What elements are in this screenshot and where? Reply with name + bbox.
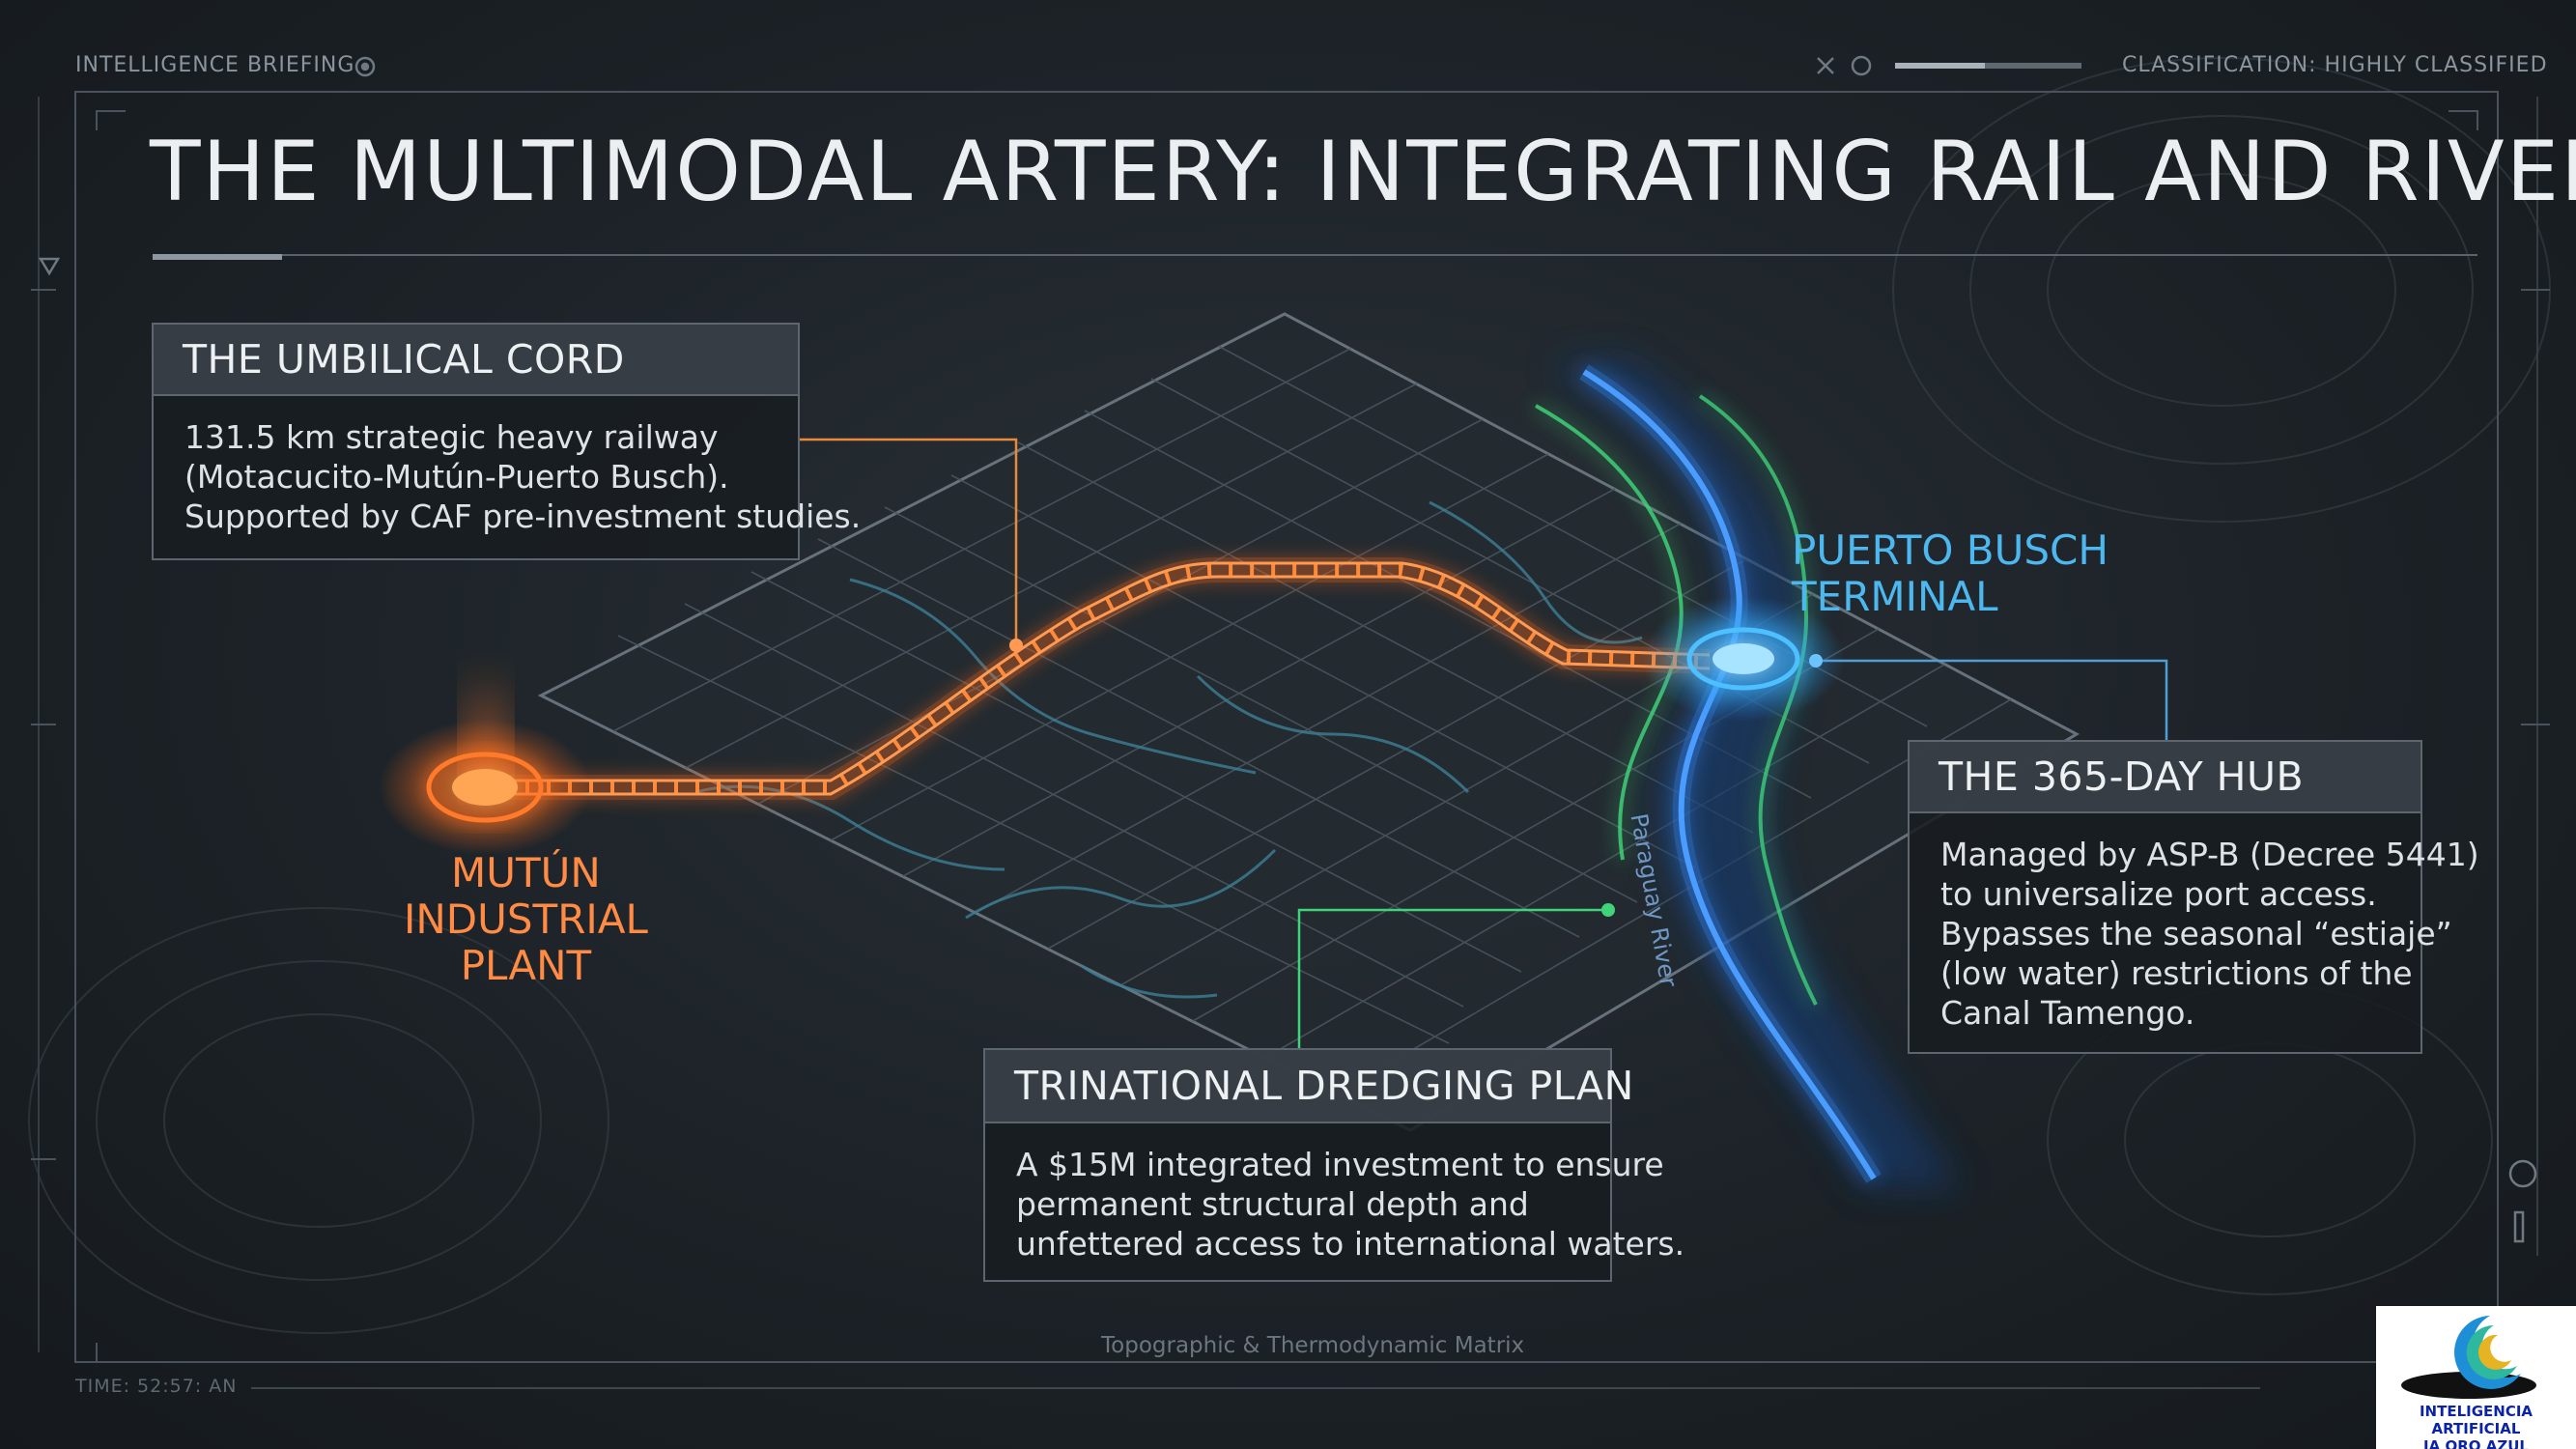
panel-body: Managed by ASP-B (Decree 5441) to univer…	[1910, 813, 2479, 1054]
panel-line: unfettered access to international water…	[1016, 1225, 1685, 1263]
panel-line: Bypasses the seasonal “estiaje”	[1940, 915, 2452, 952]
ia-oro-azul-logo: INTELIGENCIA ARTIFICIAL IA ORO AZUL	[2376, 1306, 2576, 1449]
puerto-busch-label: PUERTO BUSCH TERMINAL	[1792, 527, 2109, 620]
panel-line: A $15M integrated investment to ensure	[1016, 1146, 1664, 1183]
umbilical-cord-panel: THE UMBILICAL CORD 131.5 km strategic he…	[152, 323, 862, 560]
logo-line: INTELIGENCIA ARTIFICIAL	[2419, 1403, 2534, 1437]
panel-line: permanent structural depth and	[1016, 1185, 1529, 1223]
panel-body: A $15M integrated investment to ensure p…	[985, 1123, 1685, 1285]
label-line: MUTÚN	[451, 849, 601, 896]
briefing-label: INTELLIGENCE BRIEFING	[75, 53, 355, 77]
panel-body: 131.5 km strategic heavy railway (Motacu…	[154, 396, 862, 557]
dredging-plan-panel: TRINATIONAL DREDGING PLAN A $15M integra…	[983, 1048, 1685, 1285]
panel-line: to universalize port access.	[1940, 875, 2377, 913]
matrix-caption: Topographic & Thermodynamic Matrix	[1101, 1333, 1525, 1358]
panel-line: 131.5 km strategic heavy railway	[184, 418, 719, 456]
logo-emblem-icon	[2401, 1316, 2536, 1399]
heavy-railway-route	[483, 557, 1711, 800]
panel-line: (Motacucito-Mutún-Puerto Busch).	[184, 458, 729, 496]
panel-title: THE 365-DAY HUB	[1910, 742, 2420, 813]
time-readout: TIME: 52:57: AN	[75, 1376, 238, 1397]
page-title: THE MULTIMODAL ARTERY: INTEGRATING RAIL …	[150, 124, 2576, 220]
hud-side-ticks	[31, 289, 2550, 1160]
label-line: PUERTO BUSCH	[1792, 526, 2109, 574]
paraguay-river	[1535, 357, 1961, 1188]
label-line: TERMINAL	[1792, 573, 1998, 620]
label-line: INDUSTRIAL	[404, 895, 648, 943]
mutun-plant-marker	[379, 667, 591, 855]
logo-text: INTELIGENCIA ARTIFICIAL IA ORO AZUL	[2376, 1403, 2576, 1449]
panel-title: THE UMBILICAL CORD	[154, 325, 798, 396]
panel-line: Supported by CAF pre-investment studies.	[184, 497, 862, 535]
callout-connectors	[800, 438, 2168, 1048]
logo-line: IA ORO AZUL	[2423, 1437, 2529, 1449]
puerto-busch-terminal-marker	[1642, 596, 1845, 722]
classification-label: CLASSIFICATION: HIGHLY CLASSIFIED	[2122, 53, 2548, 77]
panel-title: TRINATIONAL DREDGING PLAN	[985, 1050, 1633, 1123]
panel-line: (low water) restrictions of the	[1940, 954, 2413, 992]
hub-panel: THE 365-DAY HUB Managed by ASP-B (Decree…	[1908, 740, 2479, 1054]
panel-line: Canal Tamengo.	[1940, 994, 2195, 1032]
panel-line: Managed by ASP-B (Decree 5441)	[1940, 836, 2479, 873]
hud-icons	[38, 55, 2537, 1243]
label-line: PLANT	[460, 942, 592, 989]
mutun-plant-label: MUTÚN INDUSTRIAL PLANT	[404, 850, 648, 989]
